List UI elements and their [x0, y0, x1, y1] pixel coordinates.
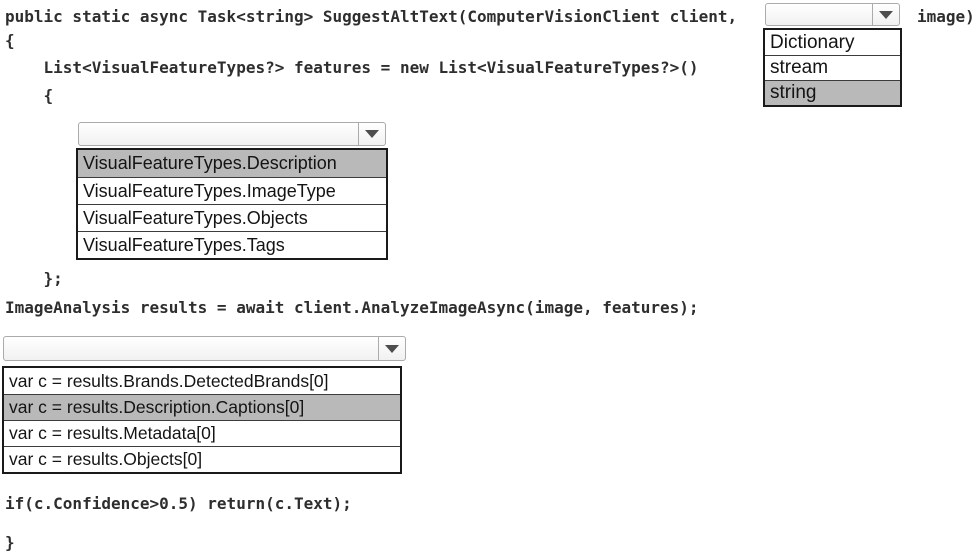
dropdown-caption-variable[interactable]: [3, 336, 406, 361]
option-objects[interactable]: var c = results.Objects[0]: [4, 446, 400, 472]
code-line-close-brace-list: };: [5, 269, 63, 288]
code-line-analyze-call: ImageAnalysis results = await client.Ana…: [5, 298, 699, 317]
chevron-down-icon[interactable]: [378, 337, 405, 360]
dropdown-image-param-type-value[interactable]: [766, 4, 872, 25]
chevron-down-glyph: [879, 10, 893, 19]
dropdown-caption-variable-options: var c = results.Brands.DetectedBrands[0]…: [2, 366, 402, 474]
option-visualfeaturetypes-imagetype[interactable]: VisualFeatureTypes.ImageType: [78, 177, 386, 204]
chevron-down-glyph: [365, 130, 379, 138]
option-dictionary[interactable]: Dictionary: [770, 31, 855, 53]
code-line-open-brace-outer: {: [5, 31, 15, 50]
option-string[interactable]: string: [765, 80, 900, 105]
code-line-signature-suffix: image): [917, 7, 974, 26]
dropdown-image-param-type[interactable]: [765, 3, 900, 26]
code-line-signature: public static async Task<string> Suggest…: [5, 7, 738, 26]
code-line-confidence-check: if(c.Confidence>0.5) return(c.Text);: [5, 494, 352, 513]
code-line-open-brace-inner: {: [5, 86, 54, 105]
option-visualfeaturetypes-objects[interactable]: VisualFeatureTypes.Objects: [78, 204, 386, 231]
option-metadata[interactable]: var c = results.Metadata[0]: [4, 420, 400, 446]
chevron-down-icon[interactable]: [358, 123, 385, 145]
option-description-captions[interactable]: var c = results.Description.Captions[0]: [4, 394, 400, 420]
dropdown-visual-feature[interactable]: [78, 122, 386, 146]
option-visualfeaturetypes-description[interactable]: VisualFeatureTypes.Description: [78, 150, 386, 177]
chevron-down-icon[interactable]: [872, 4, 899, 25]
code-line-list-declaration: List<VisualFeatureTypes?> features = new…: [5, 58, 699, 77]
option-stream[interactable]: stream: [765, 55, 900, 80]
dropdown-caption-variable-value[interactable]: [4, 337, 378, 360]
option-detectedbrands[interactable]: var c = results.Brands.DetectedBrands[0]: [9, 370, 329, 391]
code-line-close-brace-outer: }: [5, 533, 15, 552]
dropdown-image-param-type-options: Dictionary stream string: [763, 28, 902, 107]
chevron-down-glyph: [385, 344, 399, 353]
dropdown-visual-feature-options: VisualFeatureTypes.Description VisualFea…: [76, 148, 388, 260]
dropdown-visual-feature-value[interactable]: [79, 123, 358, 145]
option-visualfeaturetypes-tags[interactable]: VisualFeatureTypes.Tags: [78, 231, 386, 258]
